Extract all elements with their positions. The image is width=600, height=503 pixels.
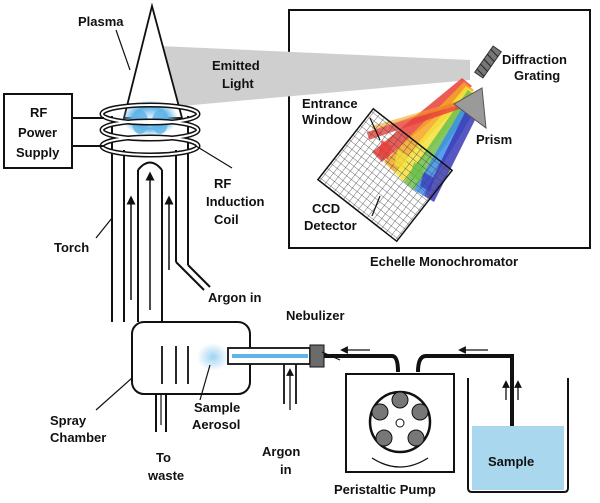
label-argon-in-top: Argon in [208,290,261,305]
label-diffraction-grating-1: Diffraction [502,52,567,67]
label-entrance-window-1: Entrance [302,96,358,111]
label-nebulizer: Nebulizer [286,308,345,323]
label-to-waste-2: waste [147,468,184,483]
label-rf-induction-coil-1: RF [214,176,231,191]
emitted-light-beam [160,46,470,108]
label-entrance-window-2: Window [302,112,353,127]
label-ccd-detector-1: CCD [312,201,340,216]
label-sample-aerosol-2: Aerosol [192,417,240,432]
label-argon-in-bottom-1: Argon [262,444,300,459]
diffraction-grating [474,45,502,79]
label-spray-chamber-2: Chamber [50,430,106,445]
label-prism: Prism [476,132,512,147]
label-sample: Sample [488,454,534,469]
label-rf-power-supply-3: Supply [16,145,60,160]
label-emitted-light-1: Emitted [212,58,260,73]
label-diffraction-grating-2: Grating [514,68,560,83]
label-argon-in-bottom-2: in [280,462,292,477]
nebulizer [227,344,325,410]
label-rf-induction-coil-3: Coil [214,212,239,227]
label-sample-aerosol-1: Sample [194,400,240,415]
ccd-detector [316,107,454,243]
label-rf-induction-coil-2: Induction [206,194,265,209]
label-echelle-monochromator: Echelle Monochromator [370,254,518,269]
sample-tubing [324,354,514,446]
label-peristaltic-pump: Peristaltic Pump [334,482,436,497]
prism [453,87,487,130]
label-rf-power-supply-1: RF [30,105,47,120]
label-plasma: Plasma [78,14,124,29]
label-emitted-light-2: Light [222,76,254,91]
sample-beaker [467,378,569,493]
label-torch: Torch [54,240,89,255]
label-spray-chamber-1: Spray [50,413,87,428]
label-ccd-detector-2: Detector [304,218,357,233]
sample-aerosol [197,343,229,371]
label-rf-power-supply-2: Power [18,125,57,140]
rf-power-supply [3,93,73,169]
label-to-waste-1: To [156,450,171,465]
